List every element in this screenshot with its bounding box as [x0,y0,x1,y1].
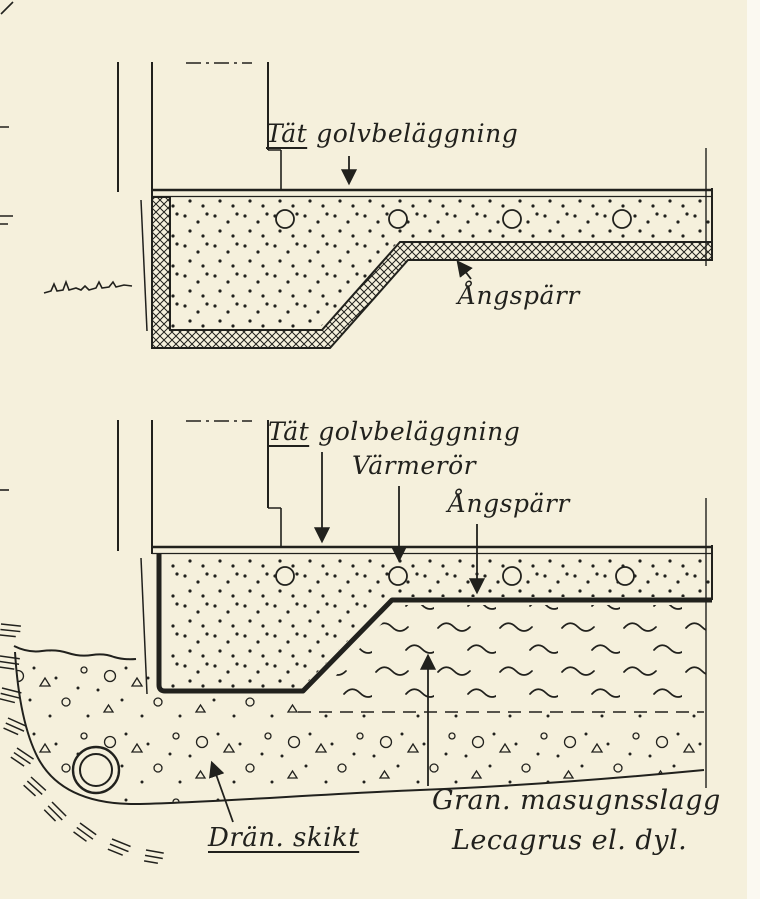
label-floor-covering-bottom: Tät golvbeläggning [268,418,520,446]
gravel-top-line [13,645,137,661]
figure-top [0,1,713,349]
wall-section-top [117,62,282,197]
scan-paper-edge [747,0,760,899]
label-vapor-barrier-top: Ångspärr [458,281,580,310]
heating-pipes-top [275,209,632,229]
label-fill-material-line1: Gran. masugnsslagg [432,785,721,816]
heating-pipes-bottom [275,566,635,586]
concrete-slab-bottom [170,554,712,688]
drainage-gravel-layer [15,650,704,805]
label-heating-pipe: Värmerör [352,451,477,480]
arrow-vapor-barrier-top [456,260,473,280]
edge-board-top [140,199,148,332]
label-drainage-layer: Drän. skikt [208,823,360,853]
slag-insulation-layer [310,605,706,705]
label-floor-covering-top-word1: Tät [266,119,308,148]
label-floor-covering-top: Tät golvbeläggning [266,120,518,148]
corner-mark [0,1,14,15]
gravel-bottom-line [14,651,705,806]
margin-ticks-top [0,126,13,225]
wall-section-bottom [117,420,282,554]
arrow-drainage-layer [208,760,234,823]
label-floor-covering-bottom-word1: Tät [268,417,310,446]
ground-line-top [43,279,133,294]
drain-pipe [71,745,121,795]
vapor-barrier-bottom [156,554,712,694]
figure-bottom [0,420,713,865]
label-floor-covering-bottom-word2: golvbeläggning [318,417,521,446]
concrete-slab-top [170,197,712,332]
label-fill-material-line2: Lecagrus el. dyl. [452,825,688,856]
edge-board-bottom [140,557,148,695]
label-vapor-barrier-bottom: Ångspärr [448,489,570,518]
excavation-hatching [0,623,164,865]
label-floor-covering-top-word2: golvbeläggning [316,119,519,148]
